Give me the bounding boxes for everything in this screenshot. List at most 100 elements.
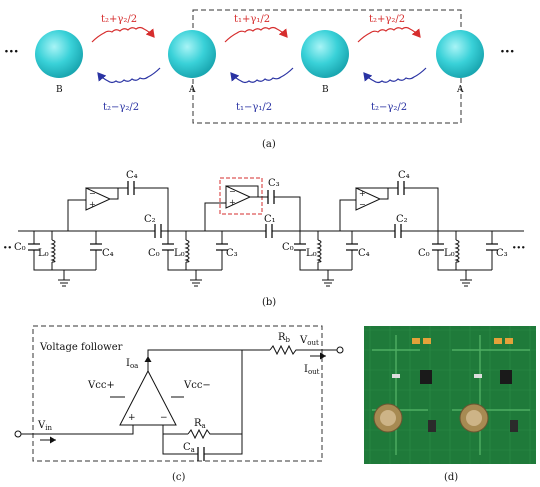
pcb-cap-2 [423, 338, 431, 344]
site-sphere-b2 [301, 30, 349, 78]
lc-tank-4 [432, 231, 498, 287]
label-rb: Rb [278, 332, 291, 344]
ellipsis-left-b: ·· [3, 241, 12, 256]
site-label-b1: B [56, 85, 63, 95]
ellipsis-right-b: ··· [512, 241, 526, 256]
label-ca: Ca [183, 442, 195, 454]
site-label-a2: A [456, 85, 464, 95]
svg-text:−: − [359, 200, 366, 209]
site-label-b2: B [322, 85, 329, 95]
input-wire [21, 425, 134, 435]
capacitor-ca [197, 447, 205, 461]
panel-b: ·· ··· C₂ C₁ C₂ − + C₄ [3, 170, 526, 308]
site-label-a1: A [188, 85, 196, 95]
opamp-stage-1: − + [67, 181, 169, 231]
hopping-bottom-2: t₁−γ₁/2 [236, 102, 272, 113]
pcb-resistor-1 [392, 374, 400, 378]
site-sphere-a2 [436, 30, 484, 78]
pcb-ic-2 [500, 370, 512, 384]
label-vcc-minus: Vcc− [183, 380, 211, 391]
label-c0a: C₀ [14, 242, 26, 253]
opamp-stage-2: − + [204, 185, 301, 231]
lc-tank-2 [162, 231, 228, 287]
label-c0c: C₀ [282, 242, 294, 253]
label-c2b: C₂ [396, 214, 408, 225]
pcb-photo [364, 326, 536, 464]
label-c4d: C₄ [358, 248, 370, 259]
resistor-ra [187, 350, 243, 440]
resistor-rb [269, 344, 337, 356]
hopping-top-2: t₁+γ₁/2 [234, 14, 270, 25]
opamp-minus: − [160, 413, 168, 423]
input-terminal [14, 430, 22, 438]
site-sphere-a1 [168, 30, 216, 78]
label-c1: C₁ [264, 214, 276, 225]
hop-arrow-backward-3 [363, 67, 427, 84]
coupling-cap-c2b [388, 224, 408, 238]
pcb-part-2 [510, 420, 518, 432]
pcb-cap-3 [494, 338, 502, 344]
label-l0c: L₀ [306, 248, 317, 259]
label-vcc-plus: Vcc+ [87, 380, 115, 391]
svg-text:−: − [229, 187, 236, 196]
svg-text:+: + [89, 200, 96, 209]
highlight-box-opamp [219, 177, 263, 215]
pcb-cap-1 [412, 338, 420, 344]
label-l0b: L₀ [174, 248, 185, 259]
ellipsis-right-a: ··· [500, 44, 515, 60]
label-c4c: C₄ [102, 248, 114, 259]
title-voltage-follower: Voltage follower [39, 342, 123, 353]
caption-a: (a) [262, 139, 276, 150]
label-vin: Vin [37, 420, 52, 432]
label-c4b: C₄ [398, 170, 410, 181]
label-c3b: C₃ [226, 248, 238, 259]
svg-text:−: − [89, 189, 96, 198]
label-vout: Vout [299, 335, 319, 347]
svg-text:+: + [229, 198, 236, 207]
label-c3c: C₃ [496, 248, 508, 259]
hop-arrow-forward-1 [91, 26, 155, 43]
caption-c: (c) [172, 472, 186, 483]
label-l0d: L₀ [444, 248, 455, 259]
lc-tank-3 [294, 231, 358, 287]
pcb-resistor-2 [474, 374, 482, 378]
caption-b: (b) [262, 297, 276, 308]
capacitor-ca-wire [162, 434, 243, 455]
pcb-part-1 [428, 420, 436, 432]
hopping-bottom-1: t₂−γ₂/2 [103, 102, 139, 113]
label-ra: Ra [194, 418, 206, 430]
label-c3a: C₃ [268, 178, 280, 189]
lc-tank-1 [28, 231, 102, 287]
output-wire [147, 349, 270, 371]
output-terminal [336, 346, 344, 354]
svg-text:+: + [359, 189, 366, 198]
pcb-cap-4 [505, 338, 513, 344]
label-c2a: C₂ [144, 214, 156, 225]
hop-arrow-forward-2 [224, 26, 288, 43]
coupling-cap-c1 [258, 224, 280, 238]
label-c0d: C₀ [418, 248, 430, 259]
hopping-top-1: t₂+γ₂/2 [101, 14, 137, 25]
label-c4a: C₄ [126, 170, 138, 181]
site-sphere-b1 [35, 30, 83, 78]
label-c0b: C₀ [148, 248, 160, 259]
caption-d: (d) [444, 472, 458, 483]
coupling-cap-c2a [148, 224, 168, 238]
opamp-plus: + [128, 413, 136, 423]
hop-arrow-backward-2 [230, 67, 294, 84]
panel-c: Voltage follower + − Vcc+ Vcc− Ioa Rb Vo… [14, 325, 344, 483]
pcb-ic-1 [420, 370, 432, 384]
voltage-follower-box [32, 325, 323, 462]
panel-d: (d) [364, 326, 536, 483]
hopping-top-3: t₂+γ₂/2 [369, 14, 405, 25]
ellipsis-left-a: ··· [4, 44, 19, 60]
label-iout: Iout [304, 364, 320, 376]
opamp-stage-3: + − [339, 181, 439, 231]
hopping-bottom-3: t₂−γ₂/2 [371, 102, 407, 113]
label-ioa: Ioa [126, 358, 138, 370]
hop-arrow-forward-3 [357, 26, 421, 43]
label-l0a: L₀ [38, 248, 49, 259]
opamp-triangle [119, 369, 177, 426]
hop-arrow-backward-1 [97, 67, 161, 84]
